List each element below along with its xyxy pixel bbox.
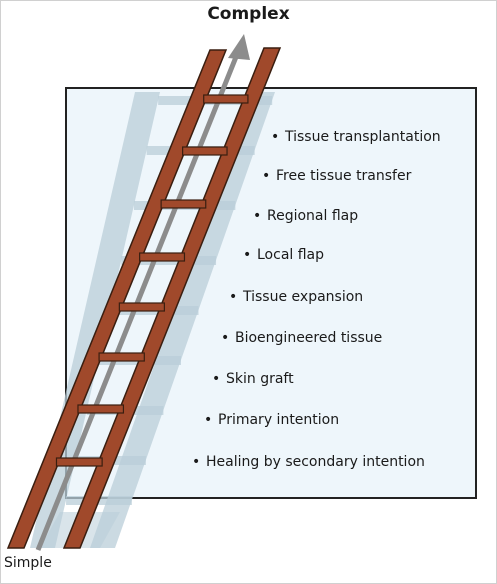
bullet-icon: • bbox=[253, 208, 262, 224]
ladder-step: • Local flap bbox=[243, 247, 324, 263]
ladder bbox=[6, 47, 282, 549]
ladder-step-label: Regional flap bbox=[267, 208, 359, 224]
ladder-rung-4 bbox=[139, 252, 186, 262]
ladder-rung-6 bbox=[98, 352, 145, 362]
ladder-step: • Healing by secondary intention bbox=[192, 454, 425, 470]
ladder-step-label: Healing by secondary intention bbox=[206, 454, 425, 470]
ladder-step: • Free tissue transfer bbox=[262, 168, 411, 184]
ladder-step: • Primary intention bbox=[204, 412, 339, 428]
complex-label: Complex bbox=[207, 4, 290, 24]
ladder-rung-7 bbox=[77, 404, 125, 414]
ladder-step-label: Bioengineered tissue bbox=[235, 330, 383, 346]
ladder-step: • Bioengineered tissue bbox=[221, 330, 382, 346]
ladder-step-label: Local flap bbox=[257, 247, 325, 263]
arrow-head bbox=[228, 34, 250, 60]
ladder-rung-1 bbox=[203, 94, 249, 104]
ladder-step: • Tissue transplantation bbox=[271, 129, 441, 145]
simple-label: Simple bbox=[4, 555, 52, 571]
bullet-icon: • bbox=[271, 129, 280, 145]
bullet-icon: • bbox=[212, 371, 221, 387]
ladder-step: • Regional flap bbox=[253, 208, 358, 224]
ladder-step: • Tissue expansion bbox=[229, 289, 363, 305]
ladder-step: • Skin graft bbox=[212, 371, 294, 387]
ladder-step-label: Skin graft bbox=[226, 371, 294, 387]
ladder-step-label: Free tissue transfer bbox=[276, 168, 412, 184]
bullet-icon: • bbox=[262, 168, 271, 184]
bullet-icon: • bbox=[221, 330, 230, 346]
complexity-arrow bbox=[35, 34, 250, 551]
ladder-rung-3 bbox=[160, 199, 207, 209]
ladder-rung-5 bbox=[118, 302, 165, 312]
ladder-right-rail bbox=[62, 47, 282, 549]
ladder-rung-2 bbox=[182, 146, 228, 156]
ladder-step-label: Primary intention bbox=[218, 412, 340, 428]
ladder-step-label: Tissue expansion bbox=[243, 289, 364, 305]
ladder-step-label: Tissue transplantation bbox=[285, 129, 441, 145]
arrow-shaft bbox=[35, 51, 241, 551]
bullet-icon: • bbox=[243, 247, 252, 263]
bullet-icon: • bbox=[229, 289, 238, 305]
bullet-icon: • bbox=[204, 412, 213, 428]
ladder-rung-8 bbox=[55, 457, 103, 467]
bullet-icon: • bbox=[192, 454, 201, 470]
ladder-left-rail bbox=[6, 49, 228, 549]
